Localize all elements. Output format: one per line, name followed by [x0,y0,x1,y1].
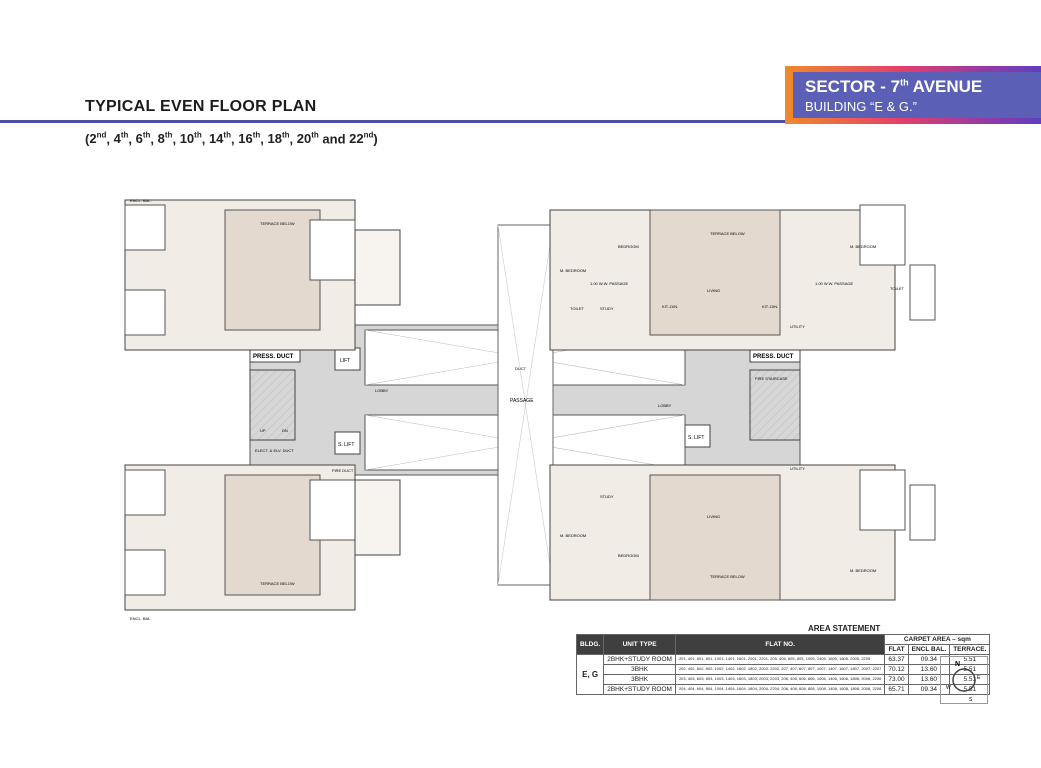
study-label-2: STUDY [600,494,614,499]
page-title: TYPICAL EVEN FLOOR PLAN [85,98,317,115]
building-name: BUILDING “E & G.” [805,99,917,114]
compass-icon: N S E W [946,661,981,703]
flat-area-cell: 70.12 [884,664,909,675]
flat-area-cell: 73.00 [884,674,909,685]
floor-number: 8th [157,131,173,147]
svg-text:N: N [955,661,960,668]
bedroom-label: BEDROOM [618,244,639,249]
flat-area-cell: 63.37 [884,654,909,665]
up-label: UP [260,428,266,433]
floor-number: 18th [267,131,290,147]
unit-type-header: UNIT TYPE [603,634,676,655]
unit-type-cell: 2BHK+STUDY ROOM [603,654,676,665]
flat-no-cell: 204, 404, 604, 804, 1004, 1404, 1604, 18… [674,684,886,695]
m-bedroom-label-4: M. BEDROOM [850,568,876,573]
sector-title: SECTOR - 7th AVENUE [805,77,983,96]
study-label: STUDY [600,306,614,311]
encl-bal-label-2: ENCL. BAL. [130,616,152,621]
m-bedroom-label: M. BEDROOM [560,268,586,273]
flat-no-cell: 203, 403, 603, 803, 1003, 1403, 1603, 18… [674,674,886,685]
encl-bal-header: ENCL BAL. [907,644,951,655]
duct-label: DUCT [515,366,527,371]
s-lift-label-right: S. LIFT [688,435,704,441]
floor-number: 4th [113,131,129,147]
floor-number: 14th [208,131,231,147]
area-statement-table: BLDG. UNIT TYPE FLAT NO. CARPET AREA – s… [575,634,991,695]
svg-text:E: E [977,675,981,681]
svg-text:S: S [969,697,973,703]
area-statement-title: AREA STATEMENT [808,624,881,633]
kitchen-label-2: KIT.-DIN. [762,304,778,309]
terrace-label-2: TERRACE BELOW [710,231,745,236]
bldg-cell: E, G [575,654,605,695]
svg-text:W: W [946,685,951,691]
carpet-area-header: CARPET AREA – sqm [884,634,991,645]
floor-number: 20th [296,131,319,147]
flat-no-cell: 202, 402, 602, 802, 1002, 1402, 1602, 18… [674,664,886,675]
compass: N S E W [940,656,988,704]
living-label: LIVING [707,288,720,293]
lift-left-2 [334,431,361,455]
m-bedroom-label-3: M. BEDROOM [850,244,876,249]
flat-no-header: FLAT NO. [674,634,886,655]
utility-label-2: UTILITY [790,466,805,471]
toilet-label-2: TOILET [890,286,904,291]
floor-number: 16th [238,131,261,147]
press-duct-label: PRESS. DUCT [253,354,294,360]
wp-label: 1.00 W.W. PASSAGE [590,281,628,286]
passage-label: PASSAGE [510,398,534,404]
terrace-label-3: TERRACE BELOW [260,581,295,586]
flat-no-cell: 201, 401, 601, 801, 1001, 1401, 1601, 20… [674,654,886,665]
toilet-label: TOILET [570,306,584,311]
terrace-label-4: TERRACE BELOW [710,574,745,579]
fire-staircase-label: FIRE STAIRCASE [755,376,788,381]
encl-bal-label: ENCL. BAL. [130,198,152,203]
right-staircase [749,369,801,441]
lobby-label-right: LOBBY [658,403,672,408]
bldg-header: BLDG. [575,634,605,655]
fire-duct-label: FIRE DUCT [332,468,354,473]
floor-list: (2nd, 4th, 6th, 8th, 10th, 14th, 16th, 1… [85,131,378,147]
m-bedroom-label-2: M. BEDROOM [560,533,586,538]
unit-type-cell: 2BHK+STUDY ROOM [603,684,676,695]
press-duct-label-right: PRESS. DUCT [753,354,794,360]
sector-banner: SECTOR - 7th AVENUE BUILDING “E & G.” [785,66,1041,124]
title-underline [0,120,1041,123]
wp-label-2: 1.00 W.W. PASSAGE [815,281,853,286]
unit-type-cell: 3BHK [603,674,676,685]
lift-label: LIFT [340,358,350,364]
lift-right [684,424,711,448]
s-lift-label: S. LIFT [338,442,354,448]
floor-number: 2nd [89,131,107,147]
floor-number: 22nd [349,131,374,147]
floors-and: and [318,131,350,147]
flat-area-cell: 65.71 [884,684,909,695]
bedroom-label-2: BEDROOM [618,553,639,558]
kitchen-label: KIT.-DIN. [662,304,678,309]
dn-label: DN [282,428,288,433]
floor-number: 10th [179,131,202,147]
floor-number: 6th [135,131,151,147]
terrace-label: TERRACE BELOW [260,221,295,226]
utility-label: UTILITY [790,324,805,329]
left-staircase [249,369,296,441]
unit-type-cell: 3BHK [603,664,676,675]
living-label-2: LIVING [707,514,720,519]
floor-plan-drawing: PRESS. DUCT PRESS. DUCT LIFT S. LIFT S. … [124,198,936,621]
terrace-header: TERRACE. [949,644,991,655]
lobby-label-left: LOBBY [375,388,389,393]
elect-duct-label: ELECT. & ELV. DUCT [255,448,294,453]
flat-area-header: FLAT [884,644,909,655]
